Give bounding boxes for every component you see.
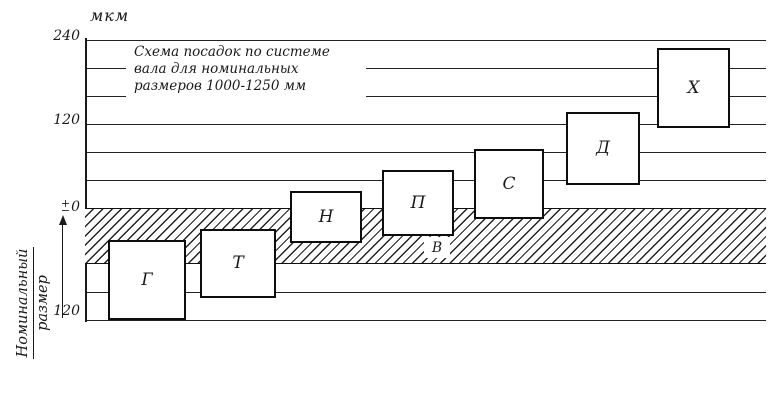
nominal-size-arrow-head xyxy=(59,215,67,225)
y-axis-label-120-bottom: 120 xyxy=(53,303,80,319)
tolerance-zone-box: Д xyxy=(566,112,640,185)
plus-sign: + xyxy=(60,197,71,210)
gridline xyxy=(85,40,766,41)
zero-value: 0 xyxy=(71,199,80,215)
tolerance-zone-label: Г xyxy=(141,269,153,290)
minus-sign: − xyxy=(60,204,71,217)
title-line-3: размеров 1000-1250 мм xyxy=(134,78,307,94)
nominal-size-label: Номинальный размер xyxy=(14,215,58,391)
tolerance-zone-label: Т xyxy=(232,253,244,274)
y-axis-line xyxy=(85,38,87,322)
title-line-1: Схема посадок по системе xyxy=(134,44,330,60)
tolerance-zone-label: Д xyxy=(596,138,610,159)
tolerance-zone-label: П xyxy=(410,192,426,213)
gridline xyxy=(85,292,766,293)
gridline xyxy=(85,68,766,69)
tolerance-zone-label: Н xyxy=(318,206,334,227)
plus-minus-sign: + − xyxy=(60,197,71,217)
tolerance-zone-box: Х xyxy=(657,47,730,129)
tolerance-zone-box: С xyxy=(474,148,544,219)
nominal-size-word1: Номинальный xyxy=(14,246,34,360)
chart-title: Схема посадок по системе вала для номина… xyxy=(126,42,366,98)
tolerance-zone-box: Г xyxy=(108,239,186,320)
shaft-band-label: В xyxy=(424,237,450,258)
gridline xyxy=(85,152,766,153)
title-line-2: вала для номинальных xyxy=(134,61,299,77)
tolerance-zone-box: Т xyxy=(200,229,276,298)
tolerance-zone-label: Х xyxy=(687,77,700,98)
nominal-size-arrow-line xyxy=(62,224,64,318)
gridline xyxy=(85,124,766,125)
y-axis-label-240: 240 xyxy=(53,28,80,44)
nominal-size-word2: размер xyxy=(35,275,51,331)
gridline xyxy=(85,96,766,97)
tolerance-zone-label: С xyxy=(502,173,516,194)
unit-label: мкм xyxy=(90,6,130,25)
tolerance-zone-box: П xyxy=(382,169,454,236)
y-axis-label-zero: + − 0 xyxy=(40,197,80,217)
y-axis-label-120-top: 120 xyxy=(53,112,80,128)
gridline xyxy=(85,320,766,321)
tolerance-zone-box: Н xyxy=(290,190,362,243)
